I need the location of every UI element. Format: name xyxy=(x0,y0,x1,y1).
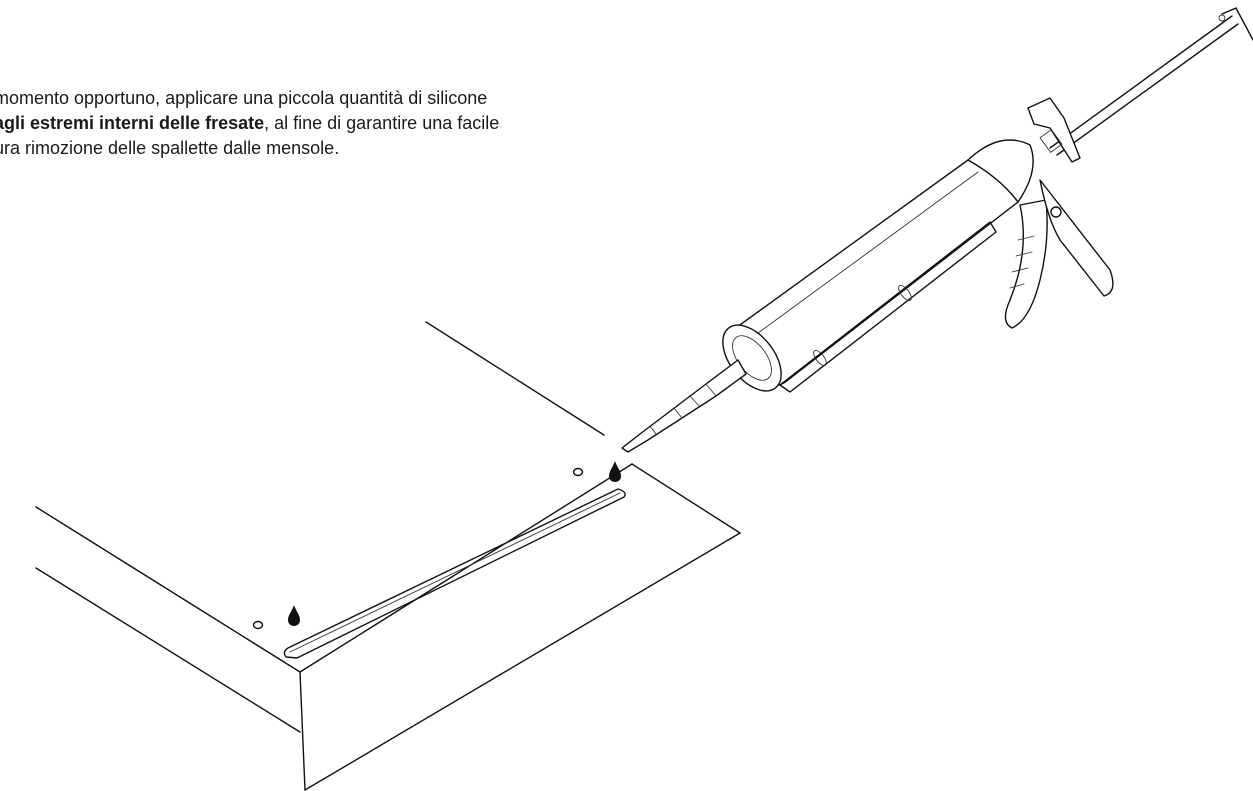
instruction-emphasis: agli estremi interni delle fresate xyxy=(0,113,265,133)
shelf-hole-left xyxy=(252,620,264,630)
shelf-board xyxy=(35,321,741,791)
silicone-drop-icon xyxy=(288,605,300,626)
shelf-corner-edge xyxy=(299,671,306,791)
silicone-drop-icon xyxy=(609,461,621,482)
gun-push-rod-top xyxy=(1049,15,1233,149)
instruction-line-2: agli estremi interni delle fresate, al f… xyxy=(0,111,694,136)
gun-push-rod-bottom xyxy=(1056,23,1239,156)
gun-release-lever xyxy=(1027,97,1081,163)
gun-nozzle-thread xyxy=(689,395,701,408)
gun-nozzle-thread xyxy=(705,383,717,397)
instruction-line-3: ura rimozione delle spallette dalle mens… xyxy=(0,138,340,158)
gun-trigger xyxy=(1004,199,1048,329)
gun-trigger-grip xyxy=(1009,235,1035,289)
shelf-back-edge-right xyxy=(425,321,605,436)
instruction-line-2-rest: , al fine di garantire una facile xyxy=(264,113,500,133)
caulking-gun-icon xyxy=(621,7,1253,453)
gun-nozzle-thread xyxy=(673,407,683,419)
gun-frame-joint xyxy=(898,285,912,301)
instruction-text: momento opportuno, applicare una piccola… xyxy=(0,86,694,161)
shelf-lower-back-edge-left xyxy=(35,567,301,733)
gun-rod-end xyxy=(1218,14,1226,22)
gun-rear-collar xyxy=(967,139,1034,203)
groove-inner-line xyxy=(289,492,621,653)
gun-handle-pivot xyxy=(1050,206,1062,218)
shelf-front-bottom-edge xyxy=(304,532,741,791)
shelf-right-top-edge xyxy=(631,463,741,534)
milled-groove xyxy=(283,488,626,659)
shelf-back-edge-left xyxy=(35,506,301,673)
shelf-front-top-edge xyxy=(299,463,633,673)
gun-barrel-highlight xyxy=(734,171,979,351)
gun-rod-hook xyxy=(1221,7,1253,41)
gun-handle xyxy=(1039,179,1114,297)
gun-frame-joint xyxy=(813,350,827,366)
gun-lever-plate xyxy=(1039,129,1063,153)
gun-frame-rod xyxy=(779,221,997,393)
groove-outline xyxy=(283,488,626,659)
gun-nozzle xyxy=(621,359,747,453)
shelf-hole-right xyxy=(572,467,584,477)
gun-nozzle-thread xyxy=(649,425,657,435)
instruction-line-1: momento opportuno, applicare una piccola… xyxy=(0,88,488,108)
